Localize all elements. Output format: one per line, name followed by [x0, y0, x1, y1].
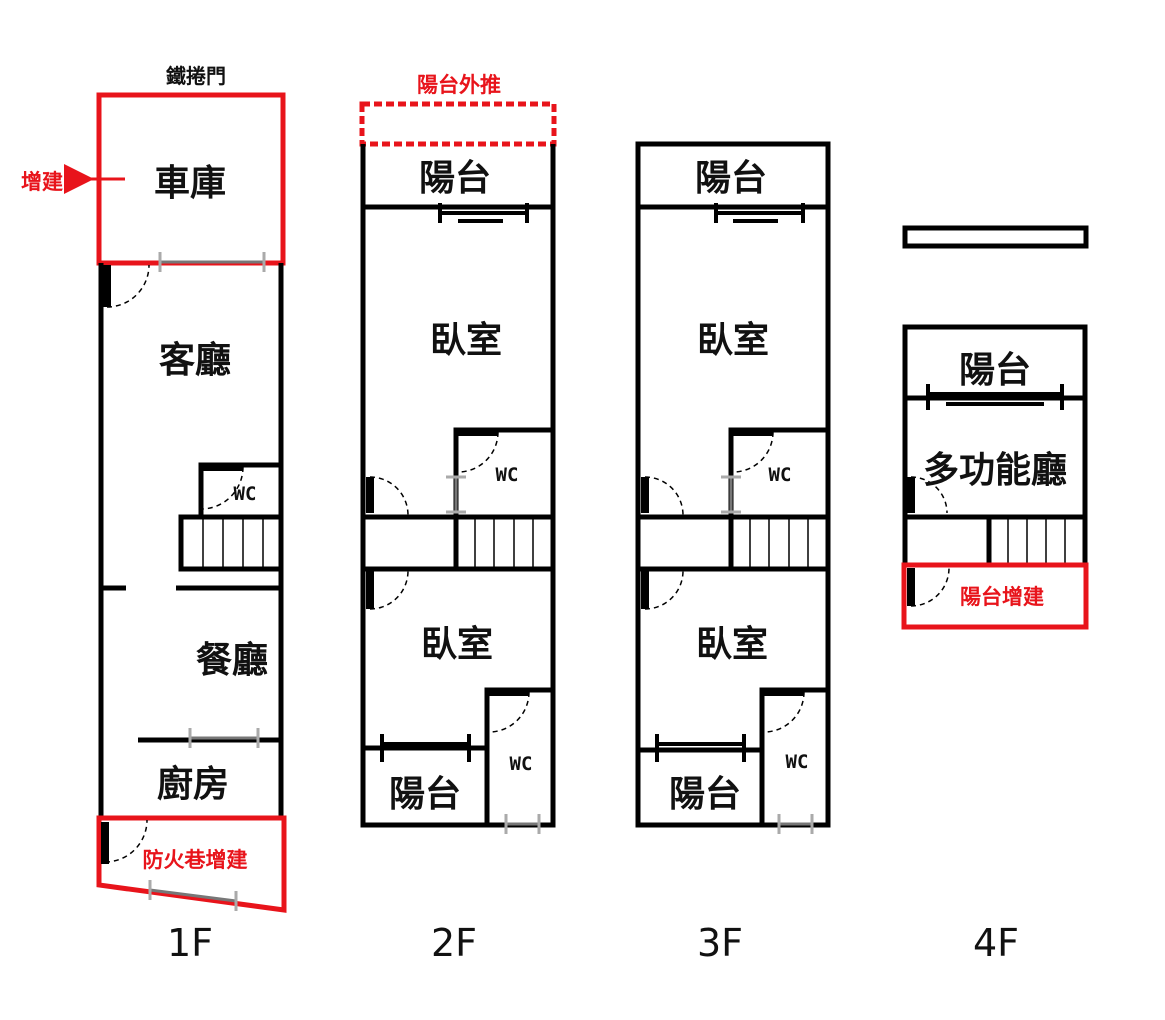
balcony-pushout-label: 陽台外推	[417, 73, 501, 97]
fire-lane-extension-label: 防火巷增建	[143, 848, 248, 872]
fire-lane-door-leaf	[101, 822, 109, 864]
roof-canopy	[902, 225, 1089, 249]
floor-4f-walls	[902, 324, 1088, 565]
stair-2f-treads	[474, 517, 534, 569]
wc-3f-lower-window-ticks	[777, 814, 814, 834]
floor-2f-plan	[359, 101, 557, 834]
floor-label-3f: 3F	[697, 921, 743, 965]
stair-1f-outline	[178, 514, 284, 572]
bedroom-2f-lower-door-leaf	[366, 571, 374, 609]
bedroom-3f-front-label: 臥室	[697, 320, 769, 361]
wc-2f-lower-label: WC	[510, 753, 533, 775]
wc-2f-lower-window-ticks	[504, 814, 541, 834]
wc-3f-lower-door-swing	[763, 691, 805, 733]
balcony-4f-label: 陽台	[959, 350, 1031, 391]
floor-3f-plan	[635, 141, 831, 834]
floor-2f-walls	[360, 144, 556, 828]
garage-label: 車庫	[154, 163, 226, 204]
balcony-3f-rear-rail	[655, 734, 746, 762]
rolling-door-label: 鐵捲門	[166, 64, 226, 88]
wc-1f-door-swing	[200, 466, 244, 510]
bedroom-3f-lower-door-swing	[644, 570, 684, 610]
bedroom-2f-front-label: 臥室	[430, 320, 502, 361]
bedroom-2f-lower-door-swing	[369, 570, 409, 610]
fire-lane-window-ticks	[148, 880, 238, 911]
multipurpose-door-leaf	[907, 477, 915, 513]
wc-3f-upper-door-swing	[732, 431, 774, 473]
balcony-3f-rear-label: 陽台	[669, 774, 741, 815]
wc-3f-lower-door-leaf	[764, 688, 804, 696]
stair-4f-treads	[1007, 517, 1066, 563]
balcony-3f-rail	[714, 203, 805, 223]
fire-lane-door-swing	[104, 819, 148, 863]
wc-1f-door-leaf	[201, 463, 243, 471]
bedroom-3f-lower-door-leaf	[641, 571, 649, 609]
balcony-2f-front-label: 陽台	[419, 158, 491, 199]
bedroom-3f-rear-label: 臥室	[696, 624, 768, 665]
stair-2f-outline	[453, 514, 556, 572]
wc-1f-label: WC	[234, 483, 257, 505]
balcony-extension-outline	[901, 562, 1089, 630]
bedroom-2f-upper-door-swing	[369, 476, 409, 516]
multipurpose-room-label: 多功能廳	[923, 449, 1067, 491]
floor-4f-plan	[901, 225, 1089, 630]
balcony-2f-rear-label: 陽台	[389, 774, 461, 815]
wc-3f-upper-label: WC	[769, 464, 792, 486]
wc-2f-upper-door-swing	[457, 431, 499, 473]
multipurpose-door-swing	[910, 476, 948, 514]
bedroom-3f-upper-door-swing	[644, 476, 684, 516]
stair-1f-treads	[202, 517, 264, 569]
balcony-2f-rail	[438, 203, 529, 223]
floor-label-1f: 1F	[167, 921, 213, 965]
balcony-3f-front-label: 陽台	[695, 158, 767, 199]
bedroom-3f-upper-door-leaf	[641, 477, 649, 513]
fire-lane-window	[149, 888, 237, 903]
fire-lane-extension-outline	[96, 815, 287, 913]
dining-room-label: 餐廳	[196, 639, 268, 681]
living-door-swing	[106, 264, 150, 308]
stair-3f-treads	[749, 517, 809, 569]
extension-label: 增建	[21, 170, 63, 194]
balcony-extension-label: 陽台增建	[960, 585, 1044, 609]
balcony-4f-rail	[926, 384, 1064, 410]
wc-3f-lower-label: WC	[786, 751, 809, 773]
wc-2f-lower-door-leaf	[489, 688, 529, 696]
kitchen-window-ticks	[188, 728, 260, 748]
living-door-leaf	[103, 265, 111, 307]
floor-label-4f: 4F	[973, 921, 1019, 965]
floor-label-2f: 2F	[431, 921, 477, 965]
living-room-label: 客廳	[159, 339, 231, 381]
balcony-2f-rear-rail	[380, 734, 471, 762]
wc-2f-lower-door-swing	[488, 691, 530, 733]
wc-3f-upper-window-ticks	[721, 475, 741, 514]
bedroom-2f-rear-label: 臥室	[421, 624, 493, 665]
wc-2f-upper-label: WC	[496, 464, 519, 486]
wc-2f-upper-door-leaf	[458, 428, 498, 436]
balcony-extension-door-swing	[910, 567, 950, 607]
floor-1f-plan	[64, 92, 287, 913]
wc-2f-upper-window-ticks	[446, 475, 466, 514]
balcony-pushout-outline	[359, 101, 557, 147]
floor-3f-walls	[635, 141, 831, 828]
garage-window-ticks	[158, 252, 266, 272]
wc-3f-upper-door-leaf	[733, 428, 773, 436]
balcony-extension-door-leaf	[907, 568, 915, 606]
kitchen-label: 廚房	[157, 763, 229, 805]
bedroom-2f-upper-door-leaf	[366, 477, 374, 513]
